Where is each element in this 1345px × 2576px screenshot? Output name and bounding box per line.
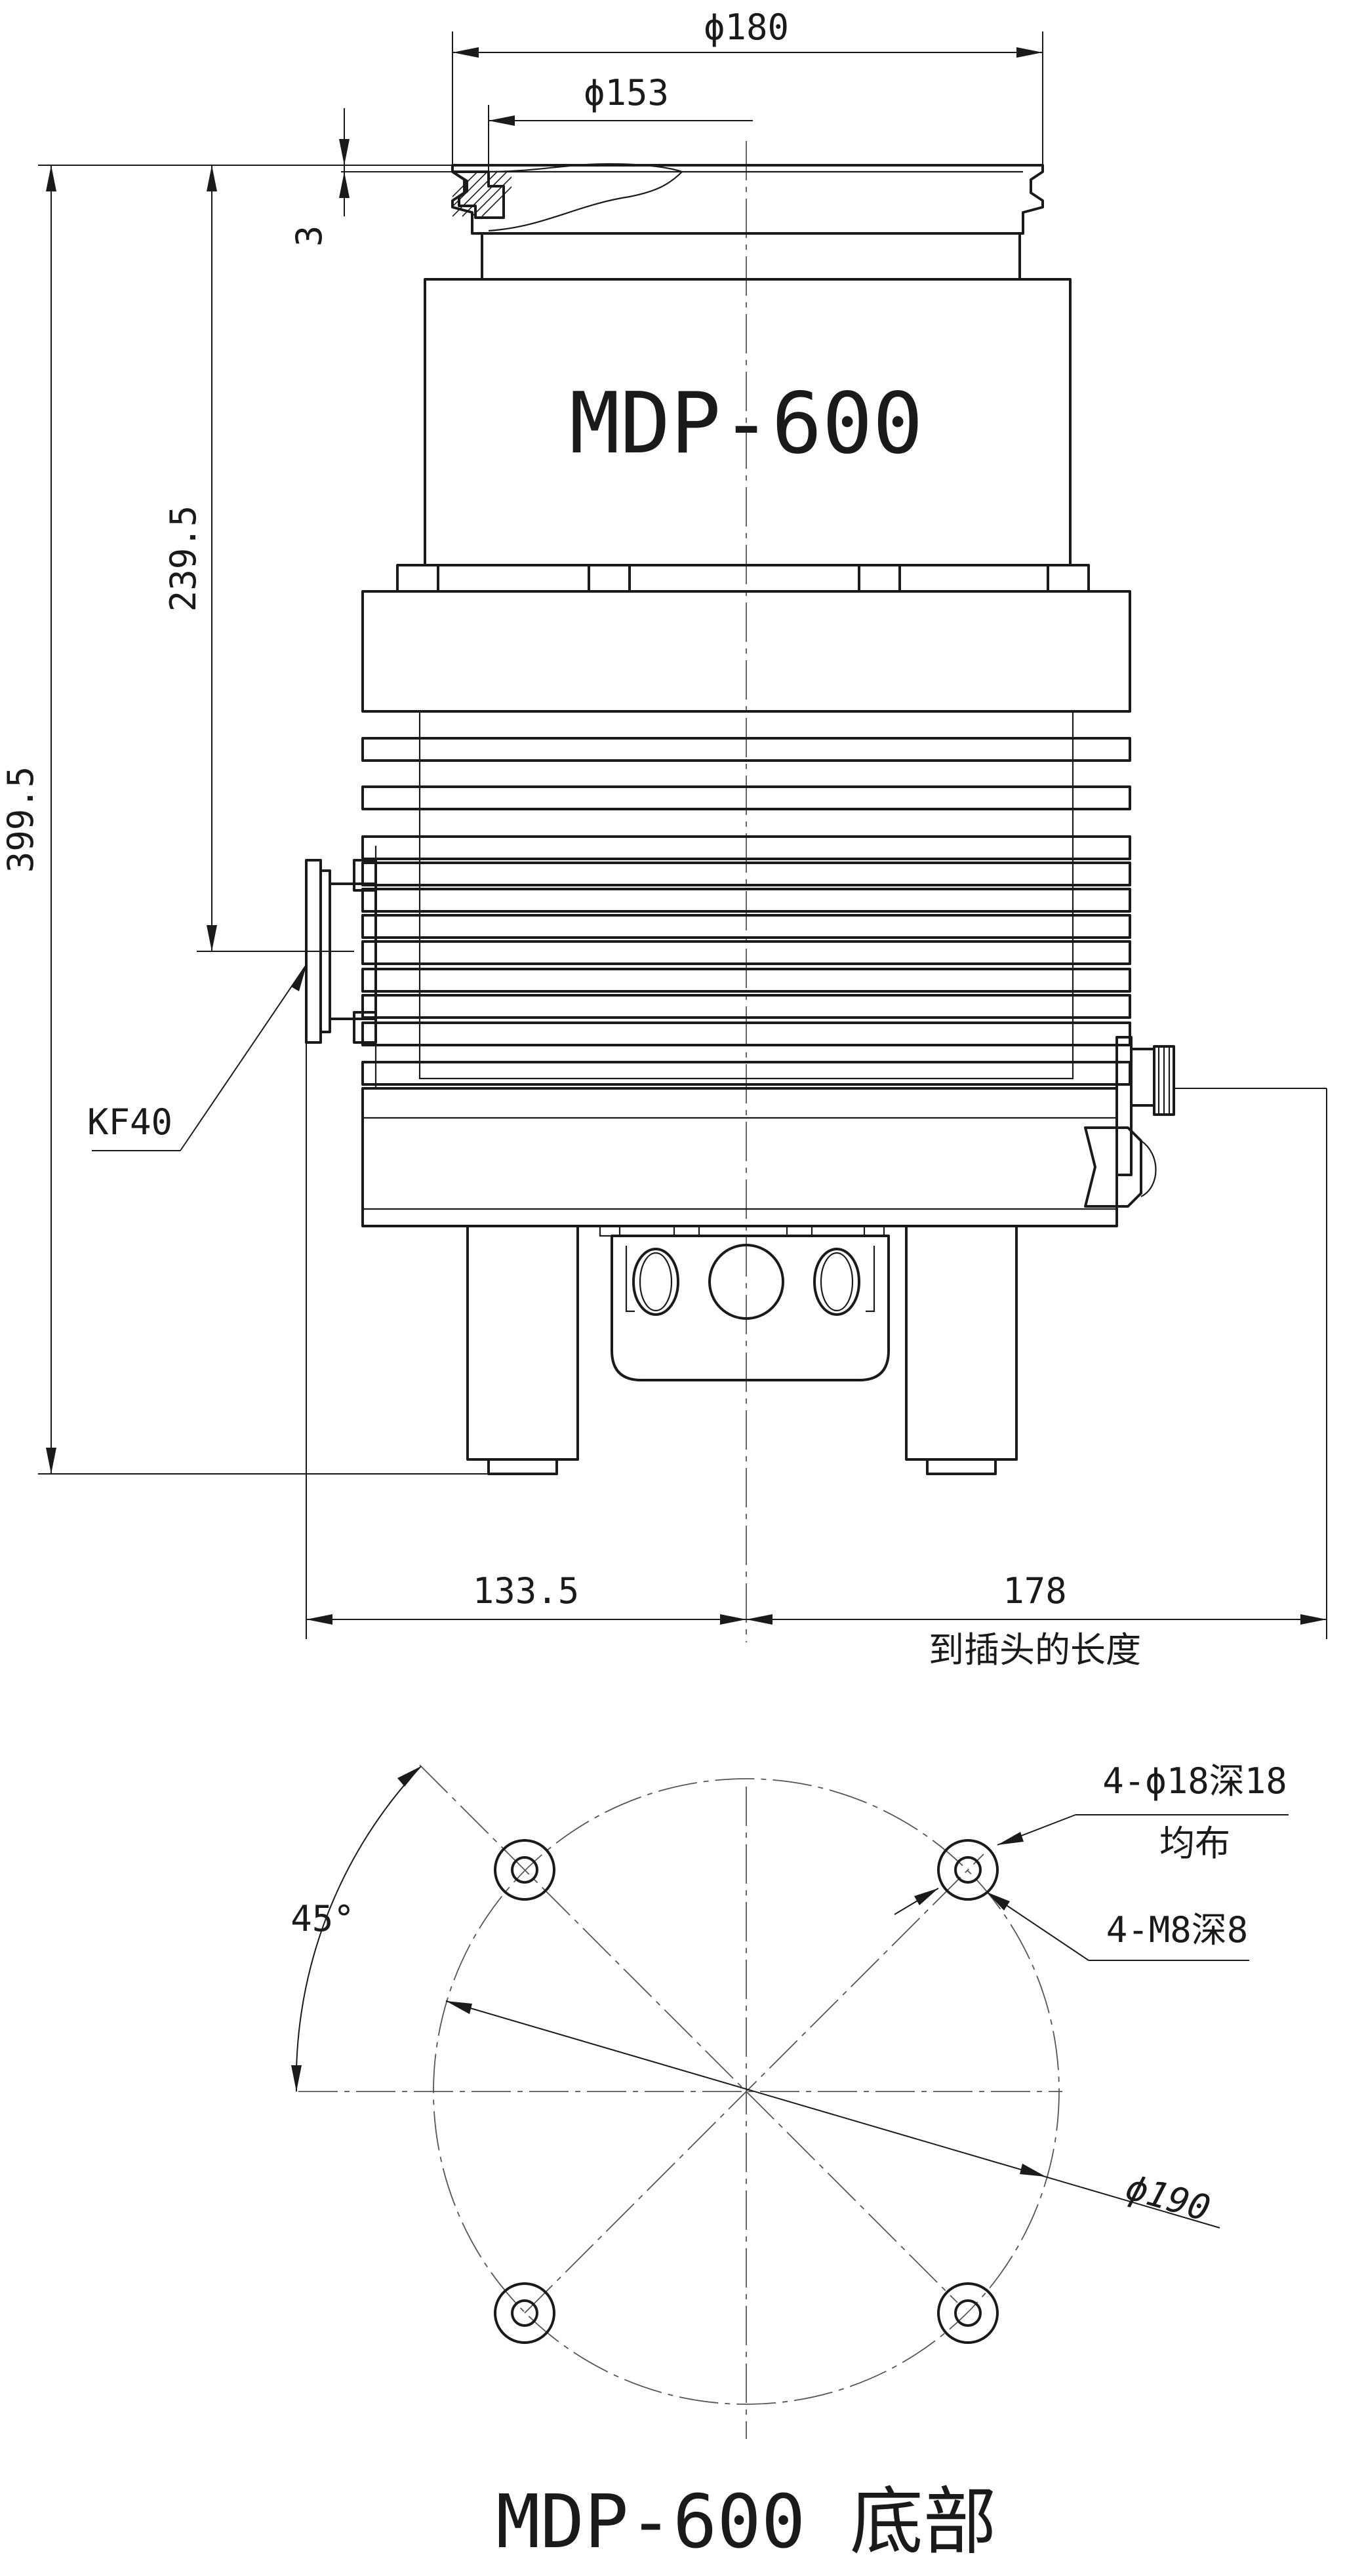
mounting-hole-tl — [494, 1839, 555, 1901]
dim-flange-thickness: 3 — [289, 108, 452, 247]
svg-text:ϕ180: ϕ180 — [704, 7, 789, 48]
bottom-plate — [599, 1225, 890, 1381]
kf40-leader: KF40 — [87, 963, 308, 1151]
dim-port-height: 239.5 — [163, 165, 354, 952]
power-connector — [1084, 1036, 1175, 1208]
bolt-head-4 — [1047, 564, 1090, 593]
svg-text:ϕ153: ϕ153 — [584, 72, 669, 113]
svg-text:3: 3 — [289, 226, 330, 247]
bolt-head-2 — [588, 564, 631, 593]
svg-text:399.5: 399.5 — [0, 766, 41, 873]
svg-text:239.5: 239.5 — [163, 505, 204, 612]
bolt-head-1 — [396, 564, 439, 593]
cooling-fins — [361, 710, 1131, 1086]
svg-text:ϕ190: ϕ190 — [1121, 2166, 1215, 2229]
svg-text:178: 178 — [1003, 1570, 1067, 1612]
hole-spec-leader: 4-ϕ18深18 均布 — [894, 1760, 1289, 1915]
kf40-port — [305, 846, 377, 1088]
dim-angle: 45° — [291, 1766, 422, 2092]
support-legs — [466, 1225, 1018, 1475]
svg-text:KF40: KF40 — [87, 1101, 172, 1143]
top-flange — [451, 163, 1044, 235]
flange-neck — [481, 232, 1021, 281]
bolt-head-3 — [858, 564, 901, 593]
dim-inner-dia: ϕ153 — [488, 72, 753, 172]
mounting-hole-bl — [494, 2282, 555, 2344]
bottom-view-title: MDP-600 底部 — [496, 2480, 996, 2565]
upper-body — [424, 278, 1072, 566]
dim-horizontal-offsets: 133.5 178 到插头的长度 — [306, 1042, 1327, 1671]
lower-housing — [361, 1087, 1118, 1227]
mounting-hole-tr — [937, 1839, 999, 1901]
svg-text:4-ϕ18深18: 4-ϕ18深18 — [1102, 1760, 1287, 1802]
dim-total-height: 399.5 — [0, 165, 489, 1475]
front-view: MDP-600 ϕ180 ϕ153 3 — [0, 7, 1327, 1671]
model-label: MDP-600 — [569, 375, 923, 473]
mounting-hole-br — [937, 2282, 999, 2344]
dim-outer-dia: ϕ180 — [452, 7, 1043, 164]
svg-text:45°: 45° — [291, 1898, 355, 1939]
thread-spec-leader: 4-M8深8 — [986, 1892, 1249, 1961]
svg-text:133.5: 133.5 — [473, 1570, 580, 1612]
dim-bolt-circle: ϕ190 — [445, 2000, 1220, 2229]
svg-text:4-M8深8: 4-M8深8 — [1106, 1909, 1249, 1951]
bottom-view: ϕ190 45° 4-ϕ18深18 均布 4-M8深8 MDP-600 底部 — [291, 1760, 1289, 2565]
svg-text:均布: 均布 — [1159, 1823, 1230, 1864]
svg-text:到插头的长度: 到插头的长度 — [929, 1629, 1141, 1671]
